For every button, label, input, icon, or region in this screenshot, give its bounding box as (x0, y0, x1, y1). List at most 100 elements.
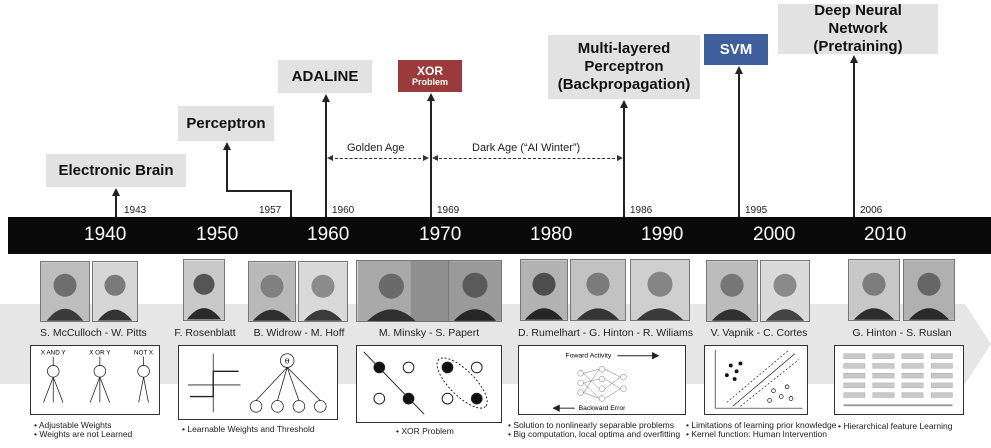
timeline-bar: 1940 1950 1960 1970 1980 1990 2000 2010 (8, 217, 991, 254)
mp-label-not: NOT X (134, 350, 154, 357)
milestone-svm-label: SVM (719, 40, 753, 58)
arrow-head-1960 (322, 94, 330, 102)
names-rumelhart-hinton-williams: D. Rumelhart - G. Hinton - R. Wiliams (518, 327, 694, 339)
era-golden-tip-right (423, 155, 429, 161)
decade-2000: 2000 (753, 224, 796, 245)
portrait-rumelhart (520, 259, 568, 321)
era-dark-line (434, 158, 620, 159)
illustration-logic-neurons: X AND Y X OR Y NOT X (30, 345, 160, 415)
note-dnn-1: Hierarchical feature Learning (838, 422, 952, 431)
names-vapnik-cortes: V. Vapnik - C. Cortes (710, 327, 808, 339)
arrow-1957-horizontal (226, 190, 291, 192)
era-golden-age: Golden Age (347, 142, 405, 154)
milestone-perceptron-label: Perceptron (186, 114, 266, 132)
milestone-dnn: Deep Neural Network (Pretraining) (778, 2, 938, 55)
notes-dnn: Hierarchical feature Learning (838, 422, 952, 431)
notes-svm: Limitations of learning prior knowledge … (686, 421, 836, 439)
illustration-backprop: Foward Activity Backward Error (518, 345, 686, 415)
year-1986: 1986 (630, 205, 653, 216)
note-mp-1: Adjustable Weights (34, 421, 132, 430)
note-svm-1: Limitations of learning prior knowledge (686, 421, 836, 430)
portrait-widrow (248, 261, 296, 322)
arrow-1969 (430, 101, 432, 217)
portrait-cortes (760, 260, 810, 322)
era-dark-tip-right (617, 155, 623, 161)
decade-1960: 1960 (307, 224, 350, 245)
arrow-head-1995 (735, 66, 743, 74)
names-rosenblatt: F. Rosenblatt (174, 327, 236, 339)
decade-1980: 1980 (530, 224, 573, 245)
arrow-1957-up (226, 150, 228, 191)
note-xor-1: XOR Problem (396, 427, 453, 436)
decade-1940: 1940 (84, 224, 127, 245)
portrait-mcculloch (40, 261, 90, 322)
decade-2010: 2010 (864, 224, 907, 245)
arrow-head-1969 (427, 93, 435, 101)
svg-text:θ: θ (285, 357, 290, 366)
era-golden-tip-left (327, 155, 333, 161)
note-backprop-1: Solution to nonlinearly separable proble… (508, 421, 680, 430)
milestone-perceptron: Perceptron (178, 106, 274, 141)
milestone-svm: SVM (704, 34, 768, 65)
portrait-rosenblatt (183, 259, 225, 321)
mp-label-or: X OR Y (89, 350, 111, 357)
milestone-mlp-label: Multi-layered Perceptron (Backpropagatio… (557, 40, 691, 93)
arrow-1986 (623, 108, 625, 217)
arrow-head-1986 (620, 100, 628, 108)
names-minsky-papert: M. Minsky - S. Papert (378, 327, 480, 339)
portrait-papert (448, 260, 502, 322)
decade-1970: 1970 (419, 224, 462, 245)
arrow-head-1943 (112, 188, 120, 196)
notes-xor: XOR Problem (396, 427, 453, 436)
decade-1950: 1950 (196, 224, 239, 245)
note-rosenblatt-1: Learnable Weights and Threshold (182, 425, 314, 434)
arrow-1943 (115, 196, 117, 217)
portrait-hinton-2006 (848, 259, 900, 321)
backprop-forward-label: Foward Activity (566, 353, 612, 360)
arrow-2006 (853, 63, 855, 217)
note-backprop-2: Big computation, local optima and overfi… (508, 430, 680, 439)
arrow-head-1957 (223, 142, 231, 150)
mp-label-and: X AND Y (41, 350, 67, 357)
portrait-williams (630, 259, 690, 321)
illustration-xor (356, 345, 502, 423)
note-svm-2: Kernel function: Human Intervention (686, 430, 836, 439)
milestone-electronic-brain-label: Electronic Brain (58, 161, 174, 179)
backprop-backward-label: Backward Error (579, 405, 627, 412)
portrait-pitts (92, 261, 138, 322)
milestone-dnn-label: Deep Neural Network (Pretraining) (813, 2, 903, 55)
notes-rosenblatt: Learnable Weights and Threshold (182, 425, 314, 434)
era-dark-tip-left (432, 155, 438, 161)
year-1960: 1960 (332, 205, 355, 216)
notes-backprop: Solution to nonlinearly separable proble… (508, 421, 680, 439)
milestone-mlp: Multi-layered Perceptron (Backpropagatio… (548, 35, 700, 99)
arrow-1960 (325, 102, 327, 217)
arrow-1957-vertical (290, 190, 292, 217)
arrow-head-2006 (850, 55, 858, 63)
names-widrow-hoff: B. Widrow - M. Hoff (253, 327, 345, 339)
milestone-adaline-label: ADALINE (291, 67, 359, 85)
milestone-xor-title: XOR (416, 64, 443, 78)
illustration-dnn-pretraining (834, 345, 964, 415)
milestone-electronic-brain: Electronic Brain (46, 154, 186, 187)
portrait-minsky (356, 260, 450, 322)
portrait-hinton-1986 (570, 259, 626, 321)
note-mp-2: Weights are not Learned (34, 430, 132, 439)
illustration-svm (704, 345, 808, 415)
names-hinton-ruslan: G. Hinton - S. Ruslan (852, 327, 952, 339)
portrait-vapnik (706, 260, 758, 322)
milestone-adaline: ADALINE (278, 60, 372, 93)
era-dark-age: Dark Age (“AI Winter”) (472, 142, 581, 154)
year-1943: 1943 (124, 205, 147, 216)
milestone-xor-sub: Problem (411, 77, 448, 87)
portrait-ruslan (903, 259, 955, 321)
year-1969: 1969 (437, 205, 460, 216)
notes-mcculloch-pitts: Adjustable Weights Weights are not Learn… (34, 421, 132, 439)
year-1995: 1995 (745, 205, 768, 216)
names-mcculloch-pitts: S. McCulloch - W. Pitts (40, 327, 147, 339)
portrait-hoff (298, 261, 348, 322)
decade-1990: 1990 (641, 224, 684, 245)
arrow-1995 (738, 74, 740, 217)
year-1957: 1957 (259, 205, 282, 216)
illustration-perceptron: θ (178, 345, 338, 420)
